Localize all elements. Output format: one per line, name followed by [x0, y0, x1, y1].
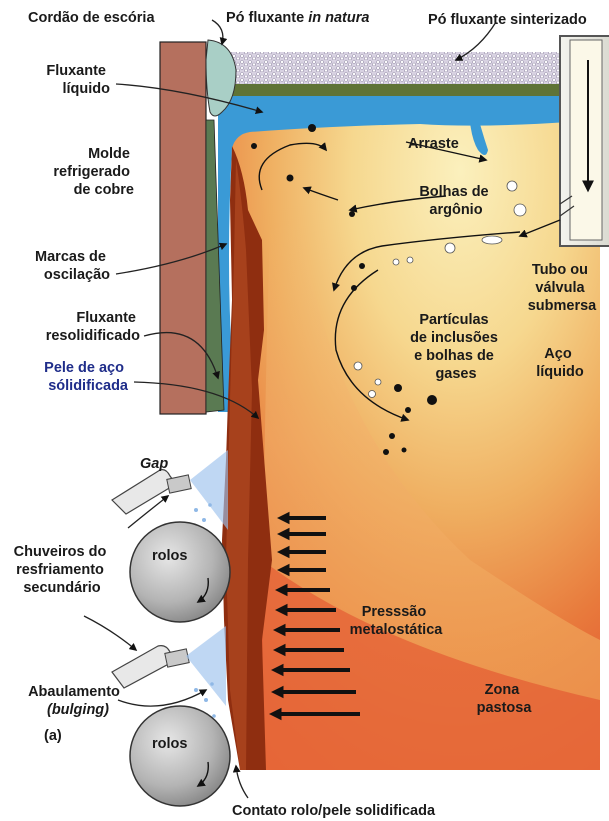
label-flux-sintered: Pó fluxante sinterizado [428, 12, 587, 28]
label-gap: Gap [140, 456, 168, 472]
label-resolidified-flux: Fluxante resolidificado [46, 310, 140, 344]
label-roll-contact: Contato rolo/pele solidificada [232, 803, 436, 819]
label-mold: Molde refrigerado de cobre [53, 146, 134, 198]
label-oscillation-marks: Marcas de oscilação [35, 249, 110, 283]
sintered-flux-layer [222, 84, 568, 98]
label-flux-natura: Pó fluxante in natura [226, 10, 369, 26]
label-liquid-flux: Fluxante líquido [46, 63, 110, 97]
label-panel-tag: (a) [44, 728, 62, 744]
label-rolls-bottom: rolos [152, 736, 187, 752]
label-bulging: Abaulamento (bulging) [28, 684, 124, 718]
label-nozzle: Tubo ou válvula submersa [528, 262, 597, 314]
spray-nozzle-icon [112, 626, 226, 706]
roll-icon [130, 522, 230, 622]
label-steel-skin: Pele de aço sólidificada [44, 360, 129, 394]
roll-icon [130, 706, 230, 806]
label-secondary-sprays: Chuveiros do resfriamento secundário [14, 544, 111, 596]
label-rolls-top: rolos [152, 548, 187, 564]
label-drag: Arraste [408, 136, 459, 152]
submerged-nozzle-icon [560, 36, 609, 246]
flux-powder-layer [228, 52, 568, 86]
label-slag-rim: Cordão de escória [28, 10, 155, 26]
copper-mold [160, 42, 206, 414]
spray-nozzle-icon [112, 450, 228, 530]
